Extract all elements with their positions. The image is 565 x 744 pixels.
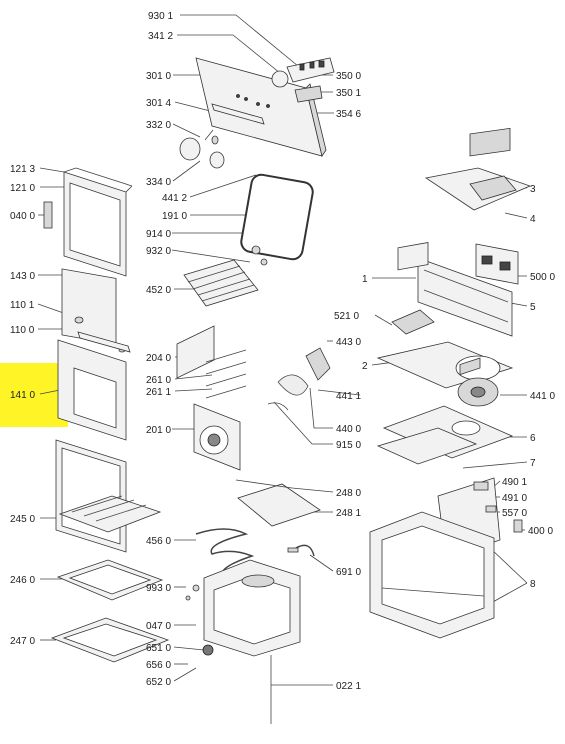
cavity-top-plate-part	[376, 405, 514, 465]
callout-441-2: 441 2	[162, 193, 187, 204]
highlighted-part-box	[0, 363, 68, 427]
callout-301-0: 301 0	[146, 71, 171, 82]
callout-440-0: 440 0	[336, 424, 361, 435]
relay-part	[391, 242, 435, 335]
outer-casing-part	[369, 511, 495, 639]
callout-110-0: 110 0	[10, 325, 35, 336]
callout-248-1: 248 1	[336, 508, 361, 519]
control-panel-part	[195, 57, 327, 157]
oven-cavity-part	[185, 544, 315, 657]
door-seal-part	[240, 173, 314, 266]
callout-491-0: 491 0	[502, 493, 527, 504]
fan-cover-part	[193, 403, 241, 471]
callout-932-0: 932 0	[146, 246, 171, 257]
callout-301-4: 301 4	[146, 98, 171, 109]
callout-1: 1	[362, 274, 368, 285]
control-board-part	[475, 243, 519, 285]
callout-652-0: 652 0	[146, 677, 171, 688]
callout-labels: 930 1 341 2 301 0 301 4 332 0 334 0 441 …	[10, 11, 555, 692]
callout-452-0: 452 0	[146, 285, 171, 296]
callout-354-6: 354 6	[336, 109, 361, 120]
fan-motor-part	[267, 347, 331, 411]
callout-7: 7	[530, 458, 536, 469]
rack-side-parts	[176, 325, 247, 399]
callout-110-1: 110 1	[10, 300, 35, 311]
callout-691-0: 691 0	[336, 567, 361, 578]
callout-022-1: 022 1	[336, 681, 361, 692]
callout-191-0: 191 0	[162, 211, 187, 222]
callout-350-1: 350 1	[336, 88, 361, 99]
callout-4: 4	[530, 214, 536, 225]
callout-201-0: 201 0	[146, 425, 171, 436]
callout-656-0: 656 0	[146, 660, 171, 671]
callout-143-0: 143 0	[10, 271, 35, 282]
cooling-fan-part	[376, 341, 514, 407]
programmer-module-part	[271, 57, 335, 103]
callout-334-0: 334 0	[146, 177, 171, 188]
callout-047-0: 047 0	[146, 621, 171, 632]
callout-490-1: 490 1	[502, 477, 527, 488]
callout-400-0: 400 0	[528, 526, 553, 537]
callout-247-0: 247 0	[10, 636, 35, 647]
callout-441-0: 441 0	[530, 391, 555, 402]
grill-element-part	[195, 479, 321, 575]
callout-121-0: 121 0	[10, 183, 35, 194]
callout-040-0: 040 0	[10, 211, 35, 222]
callout-121-3: 121 3	[10, 164, 35, 175]
callout-557-0: 557 0	[502, 508, 527, 519]
knob-parts	[179, 129, 225, 169]
callout-993-0: 993 0	[146, 583, 171, 594]
door-frame-part	[43, 167, 133, 345]
callout-248-0: 248 0	[336, 488, 361, 499]
callout-6: 6	[530, 433, 536, 444]
callout-456-0: 456 0	[146, 536, 171, 547]
callout-914-0: 914 0	[146, 229, 171, 240]
callout-246-0: 246 0	[10, 575, 35, 586]
grill-tray-part	[58, 495, 162, 533]
callout-930-1: 930 1	[148, 11, 173, 22]
callout-261-0: 261 0	[146, 375, 171, 386]
callout-443-0: 443 0	[336, 337, 361, 348]
callout-2: 2	[362, 361, 368, 372]
deep-tray-part	[50, 617, 170, 663]
wire-shelf-part	[183, 259, 259, 307]
callout-5: 5	[530, 302, 536, 313]
callout-8: 8	[530, 579, 536, 590]
callout-441-1: 441 1	[336, 391, 361, 402]
callout-350-0: 350 0	[336, 71, 361, 82]
callout-651-0: 651 0	[146, 643, 171, 654]
top-cover-part	[424, 127, 532, 211]
callout-332-0: 332 0	[146, 120, 171, 131]
callout-204-0: 204 0	[146, 353, 171, 364]
front-bracket-part	[417, 257, 513, 337]
callout-245-0: 245 0	[10, 514, 35, 525]
callout-500-0: 500 0	[530, 272, 555, 283]
callout-521-0: 521 0	[334, 311, 359, 322]
callout-3: 3	[530, 184, 536, 195]
callout-915-0: 915 0	[336, 440, 361, 451]
baking-tray-part	[56, 559, 164, 601]
callout-141-0: 141 0	[10, 390, 35, 401]
callout-341-2: 341 2	[148, 31, 173, 42]
callout-261-1: 261 1	[146, 387, 171, 398]
